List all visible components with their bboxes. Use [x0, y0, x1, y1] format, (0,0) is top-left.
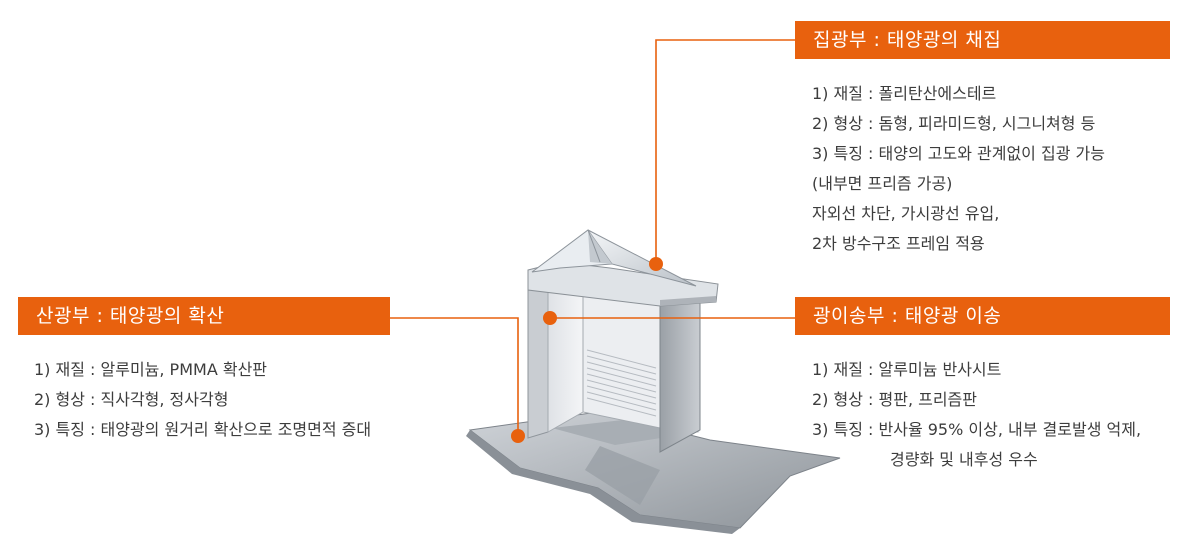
collector-details: 1) 재질 : 폴리탄산에스테르 2) 형상 : 돔형, 피라미드형, 시그니쳐…	[812, 79, 1105, 259]
collector-line-shape: 2) 형상 : 돔형, 피라미드형, 시그니쳐형 등	[812, 114, 1096, 133]
diffuser-line-feature: 3) 특징 : 태양광의 원거리 확산으로 조명면적 증대	[34, 420, 372, 439]
transport-line-cont-1: 경량화 및 내후성 우수	[890, 450, 1038, 469]
transport-details: 1) 재질 : 알루미늄 반사시트 2) 형상 : 평판, 프리즘판 3) 특징…	[812, 355, 1141, 475]
light-duct-body	[527, 261, 719, 453]
collector-line-cont-1: (내부면 프리즘 가공)	[812, 174, 953, 193]
transport-line-feature: 3) 특징 : 반사율 95% 이상, 내부 결로발생 억제,	[812, 420, 1142, 439]
diffuser-line-material: 1) 재질 : 알루미늄, PMMA 확산판	[34, 360, 268, 379]
diffuser-title: 산광부 : 태양광의 확산	[18, 297, 390, 335]
diffuser-base	[466, 411, 841, 534]
transport-title: 광이송부 : 태양광 이송	[795, 297, 1170, 335]
marker-collector	[649, 257, 663, 271]
collector-line-feature: 3) 특징 : 태양의 고도와 관계없이 집광 가능	[812, 144, 1105, 163]
collector-title: 집광부 : 태양광의 채집	[795, 21, 1170, 59]
diffuser-details: 1) 재질 : 알루미늄, PMMA 확산판 2) 형상 : 직사각형, 정사각…	[34, 355, 371, 445]
leader-line-diffuser	[388, 317, 519, 436]
collector-line-material: 1) 재질 : 폴리탄산에스테르	[812, 84, 997, 103]
collector-line-cont-2: 자외선 차단, 가시광선 유입,	[812, 204, 1000, 223]
marker-diffuser	[511, 429, 525, 443]
transport-line-shape: 2) 형상 : 평판, 프리즘판	[812, 390, 978, 409]
collector-dome	[531, 229, 697, 287]
leader-line-collector	[655, 39, 795, 264]
marker-transport	[543, 311, 557, 325]
diffuser-line-shape: 2) 형상 : 직사각형, 정사각형	[34, 390, 229, 409]
transport-line-material: 1) 재질 : 알루미늄 반사시트	[812, 360, 1002, 379]
collector-line-cont-3: 2차 방수구조 프레임 적용	[812, 234, 985, 253]
